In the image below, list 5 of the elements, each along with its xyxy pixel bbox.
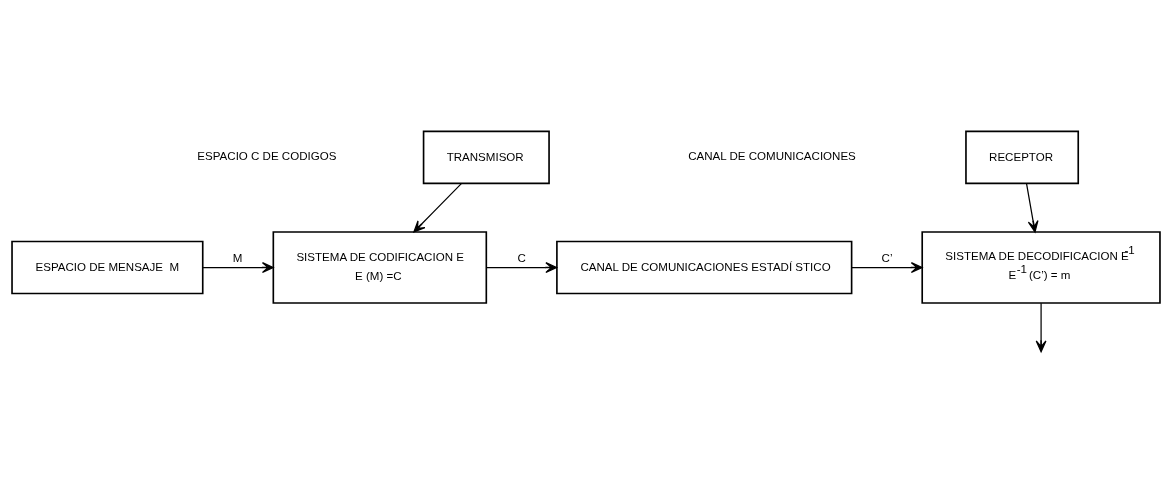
label: ESPACIO C DE CODIGOS — [197, 150, 337, 163]
edge-label: C — [517, 251, 526, 264]
edge-label: M — [232, 251, 243, 264]
label: CANAL DE COMUNICACIONES — [688, 150, 856, 163]
edge-label: C’ — [881, 251, 893, 264]
